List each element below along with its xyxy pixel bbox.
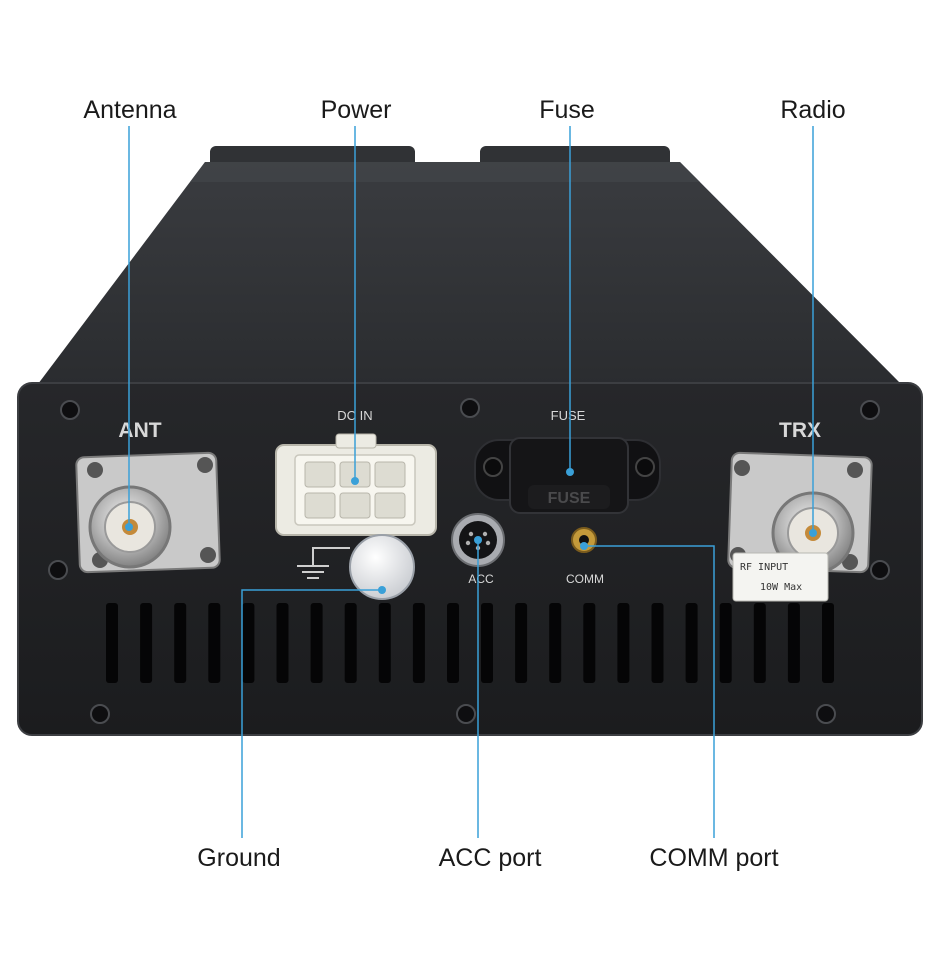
vent-slot — [106, 603, 118, 683]
fuse-panel-label: FUSE — [551, 408, 586, 423]
vent-slot — [174, 603, 187, 683]
sticker-line1: RF INPUT — [740, 562, 788, 573]
comm-label: COMM — [566, 572, 604, 586]
vent-slot — [651, 603, 664, 683]
panel-screws — [48, 398, 890, 724]
vent-slot — [822, 603, 834, 683]
vent-slot — [515, 603, 528, 683]
cooling-vents — [106, 603, 834, 683]
comm-leader — [584, 545, 715, 838]
vent-slot — [617, 603, 630, 683]
vent-slot — [276, 603, 289, 683]
callout-acc-port: ACC port — [438, 844, 542, 872]
vent-slot — [208, 603, 221, 683]
ground-symbol-icon — [297, 547, 350, 579]
callout-fuse: Fuse — [539, 96, 595, 124]
vent-slot — [447, 603, 459, 683]
trx-label: TRX — [779, 419, 821, 442]
vent-slot — [753, 603, 766, 683]
callout-ground: Ground — [197, 844, 281, 872]
callout-dots — [125, 468, 817, 594]
vent-slot — [719, 603, 732, 683]
rf-input-sticker — [732, 552, 829, 602]
ant-connector — [75, 451, 221, 574]
sticker-line2: 10W Max — [760, 582, 802, 593]
acc-label: ACC — [468, 572, 494, 586]
vent-slot — [378, 603, 391, 683]
chassis-top — [35, 162, 905, 388]
callout-lines — [128, 126, 814, 838]
vent-slot — [787, 603, 800, 683]
dc-in-connector — [275, 433, 437, 536]
callout-antenna: Antenna — [83, 96, 177, 124]
chassis-top-highlight — [190, 162, 700, 182]
ant-label: ANT — [118, 419, 161, 442]
vent-slot — [242, 603, 255, 683]
vent-slot — [583, 603, 596, 683]
vent-slot — [412, 603, 425, 683]
callout-radio: Radio — [780, 96, 846, 124]
ground-leader — [241, 589, 382, 838]
vent-slot — [344, 603, 357, 683]
vent-slot — [140, 603, 153, 683]
trx-connector — [727, 451, 873, 575]
vent-slot — [685, 603, 698, 683]
vent-slot — [310, 603, 323, 683]
callout-comm-port: COMM port — [649, 844, 779, 872]
vent-slot — [481, 603, 493, 683]
callout-power: Power — [320, 96, 392, 124]
rear-panel-edge — [17, 382, 923, 736]
ground-terminal — [349, 534, 415, 600]
fuse-cap-label: FUSE — [548, 490, 591, 507]
vent-slot — [549, 603, 562, 683]
